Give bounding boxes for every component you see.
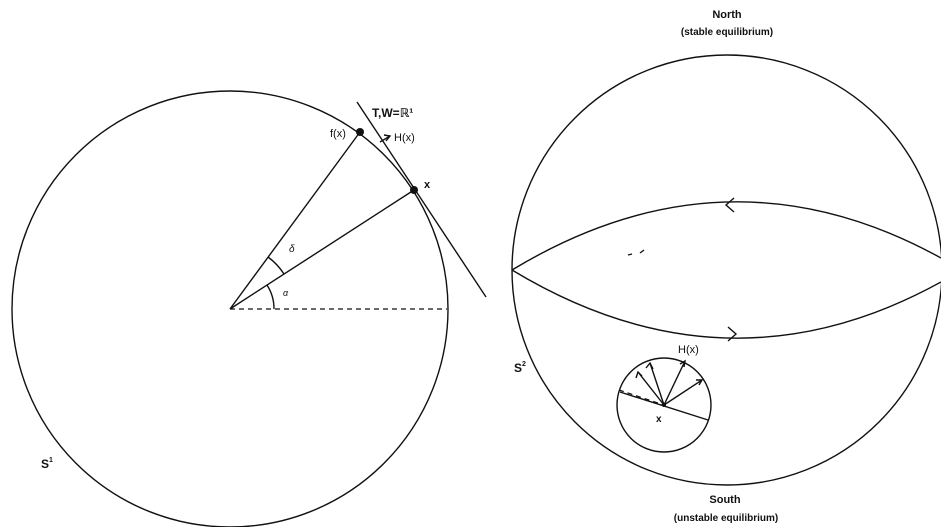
- alpha-label: α: [283, 288, 289, 298]
- inset-arrowhead: [696, 379, 704, 386]
- inset-dashed-ray: [618, 389, 665, 406]
- radius-to-fx: [229, 131, 361, 310]
- s1-circle: [11, 90, 449, 527]
- fx-label: f(x): [330, 128, 346, 140]
- delta-label: δ: [289, 244, 295, 255]
- faint-mark: [627, 253, 633, 256]
- alpha-angle-arc: [266, 284, 275, 310]
- upper-orbit-arc: [511, 201, 941, 271]
- delta-angle-arc: [267, 256, 285, 275]
- inset-x-point: [662, 403, 666, 407]
- lower-orbit-arrow: [727, 326, 738, 342]
- inset-ray: [663, 379, 703, 406]
- inset-arrowhead: [635, 370, 643, 379]
- upper-orbit-arrow: [724, 197, 735, 213]
- x-label: x: [424, 179, 431, 191]
- s2-label: S2: [514, 361, 526, 375]
- inset-ray: [637, 371, 665, 406]
- lower-orbit-arc: [511, 269, 941, 339]
- inset-x-label: x: [656, 414, 662, 425]
- south-sub-label: (unstable equilibrium): [674, 513, 778, 524]
- x-point: [410, 186, 418, 194]
- tangent-space-label: T,W=ℝ¹: [372, 106, 413, 120]
- fx-point: [356, 128, 364, 136]
- south-label: South: [709, 494, 740, 506]
- inset-ray: [649, 362, 665, 406]
- inset-disc: [616, 357, 712, 453]
- inset-hx-label: H(x): [678, 344, 699, 356]
- hx-label: H(x): [394, 132, 415, 144]
- radius-to-x: [229, 189, 415, 310]
- tangent-line: [356, 101, 487, 298]
- right-figure: North (stable equilibrium) South (unstab…: [511, 9, 941, 524]
- inset-ray: [663, 360, 686, 406]
- left-figure: T,W=ℝ¹ H(x) f(x) x δ α S1: [11, 90, 487, 527]
- north-label: North: [712, 9, 742, 21]
- s2-sphere: [511, 54, 941, 486]
- hx-arrowhead: [383, 134, 392, 142]
- north-sub-label: (stable equilibrium): [681, 27, 773, 38]
- inset-arrowhead: [645, 361, 654, 370]
- faint-mark: [639, 249, 645, 254]
- inset-circle: [616, 357, 712, 453]
- inset-arrowhead: [679, 359, 686, 368]
- s1-label: S1: [41, 457, 53, 471]
